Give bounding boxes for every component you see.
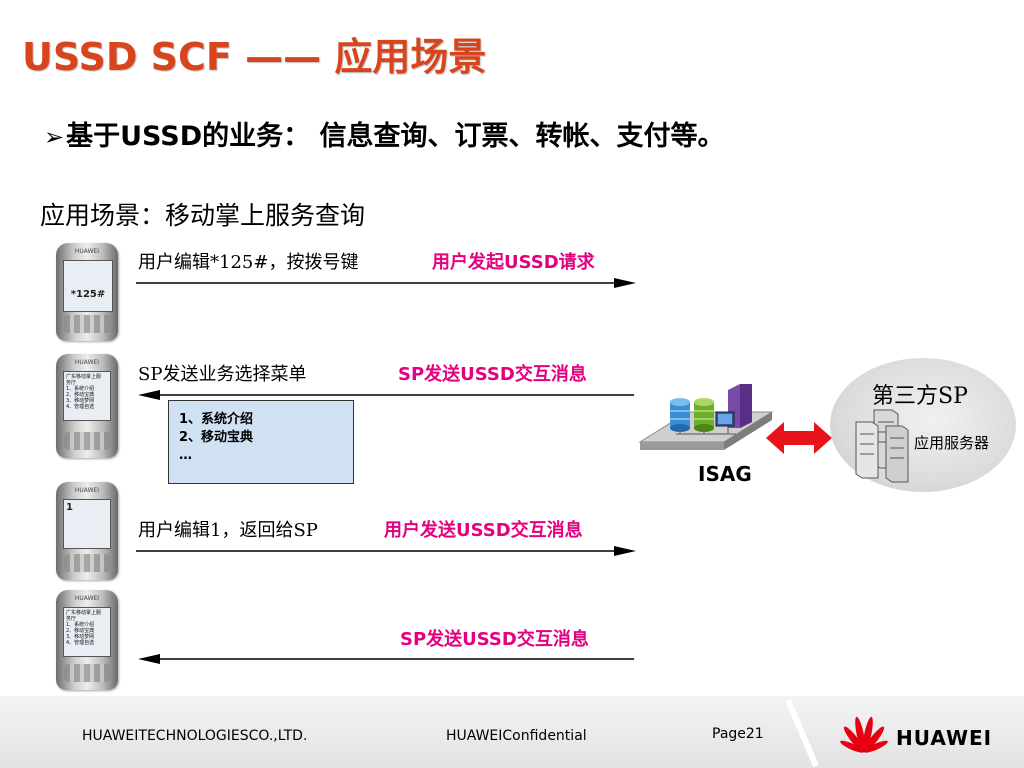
- arrow-right: [136, 546, 636, 556]
- huawei-logo-icon: [840, 716, 888, 753]
- step3-right-label: 用户发送USSD交互消息: [384, 520, 583, 541]
- double-arrow-icon: [766, 422, 832, 454]
- menu-line: 2、移动宝典: [179, 430, 254, 445]
- step3-left-label: 用户编辑1，返回给SP: [138, 520, 318, 541]
- menu-box: 1、系统介绍 2、移动宝典 …: [168, 400, 354, 484]
- footer: HUAWEITECHNOLOGIESCO.,LTD. HUAWEIConfide…: [0, 696, 1024, 768]
- footer-divider: [786, 698, 819, 768]
- isag-label: ISAG: [698, 462, 752, 486]
- phone-screen-line: 4、管理自选: [66, 640, 95, 646]
- arrow-right: [136, 278, 636, 288]
- menu-line: 1、系统介绍: [179, 412, 254, 427]
- scenario-subheading: 应用场景：移动掌上服务查询: [40, 201, 366, 230]
- phone-screen-line: 4、管理自选: [66, 404, 95, 410]
- phone-brand: HUAWEI: [74, 248, 100, 255]
- phone-screen-text: 1: [66, 502, 73, 513]
- page-title: USSD SCF —— 应用场景: [22, 35, 487, 79]
- step2-left-label: SP发送业务选择菜单: [138, 364, 307, 385]
- phone-icon: HUAWEI *125#: [56, 243, 118, 341]
- step4-right-label: SP发送USSD交互消息: [400, 629, 589, 650]
- server-icon: [715, 384, 752, 428]
- phone-screen-line: 3、移动梦网: [66, 398, 95, 404]
- phone-icon: HUAWEI 1: [56, 482, 118, 580]
- server-icon: [855, 409, 909, 483]
- bullet-arrow-icon: ➢: [44, 123, 65, 151]
- phone-screen-line: 2、移动宝典: [66, 392, 95, 398]
- database-icon: [670, 398, 690, 432]
- phone-brand: HUAWEI: [74, 595, 100, 602]
- app-server-label: 应用服务器: [914, 434, 990, 452]
- footer-confidential: HUAWEIConfidential: [446, 728, 587, 744]
- phone-screen-line: 3、移动梦网: [66, 634, 95, 640]
- bullet-line: ➢基于USSD的业务： 信息查询、订票、转帐、支付等。: [44, 114, 725, 153]
- phone-keypad: [64, 664, 110, 682]
- phone-screen: *125#: [63, 260, 113, 312]
- step2-right-label: SP发送USSD交互消息: [398, 364, 587, 385]
- phone-icon: HUAWEI 广东移动掌上服 务厅 1、系统介绍 2、移动宝典 3、移动梦网 4…: [56, 590, 118, 690]
- phone-screen-line: 广东移动掌上服: [66, 374, 102, 380]
- phone-screen-line: 2、移动宝典: [66, 628, 95, 634]
- phone-screen-line: 1、系统介绍: [66, 386, 95, 392]
- phone-screen: 1: [63, 499, 111, 549]
- footer-page-number: Page21: [712, 726, 764, 742]
- phone-brand: HUAWEI: [74, 487, 100, 494]
- arrow-left: [138, 654, 634, 664]
- phone-screen-line: 务厅: [66, 616, 77, 622]
- isag-platform-icon: [638, 384, 774, 450]
- footer-company: HUAWEITECHNOLOGIESCO.,LTD.: [82, 728, 308, 744]
- third-party-sp-label: 第三方SP: [872, 384, 968, 409]
- phone-keypad: [64, 554, 110, 572]
- step1-left-label: 用户编辑*125#，按拨号键: [138, 252, 359, 273]
- step1-right-label: 用户发起USSD请求: [432, 252, 595, 273]
- phone-screen: 广东移动掌上服 务厅 1、系统介绍 2、移动宝典 3、移动梦网 4、管理自选: [63, 607, 111, 657]
- bullet-text: 基于USSD的业务： 信息查询、订票、转帐、支付等。: [66, 121, 725, 152]
- phone-screen-line: 1、系统介绍: [66, 622, 95, 628]
- phone-screen: 广东移动掌上服 务厅 1、系统介绍 2、移动宝典 3、移动梦网 4、管理自选: [63, 371, 111, 421]
- phone-screen-line: 务厅: [66, 380, 77, 386]
- menu-line: …: [179, 448, 192, 463]
- phone-keypad: [64, 315, 110, 333]
- phone-keypad: [64, 432, 110, 450]
- database-icon: [694, 398, 714, 432]
- phone-icon: HUAWEI 广东移动掌上服 务厅 1、系统介绍 2、移动宝典 3、移动梦网 4…: [56, 354, 118, 458]
- phone-brand: HUAWEI: [74, 359, 100, 366]
- phone-screen-text: *125#: [70, 289, 106, 300]
- footer-brand: HUAWEI: [896, 726, 993, 750]
- arrow-left: [138, 390, 634, 400]
- phone-screen-line: 广东移动掌上服: [66, 610, 102, 616]
